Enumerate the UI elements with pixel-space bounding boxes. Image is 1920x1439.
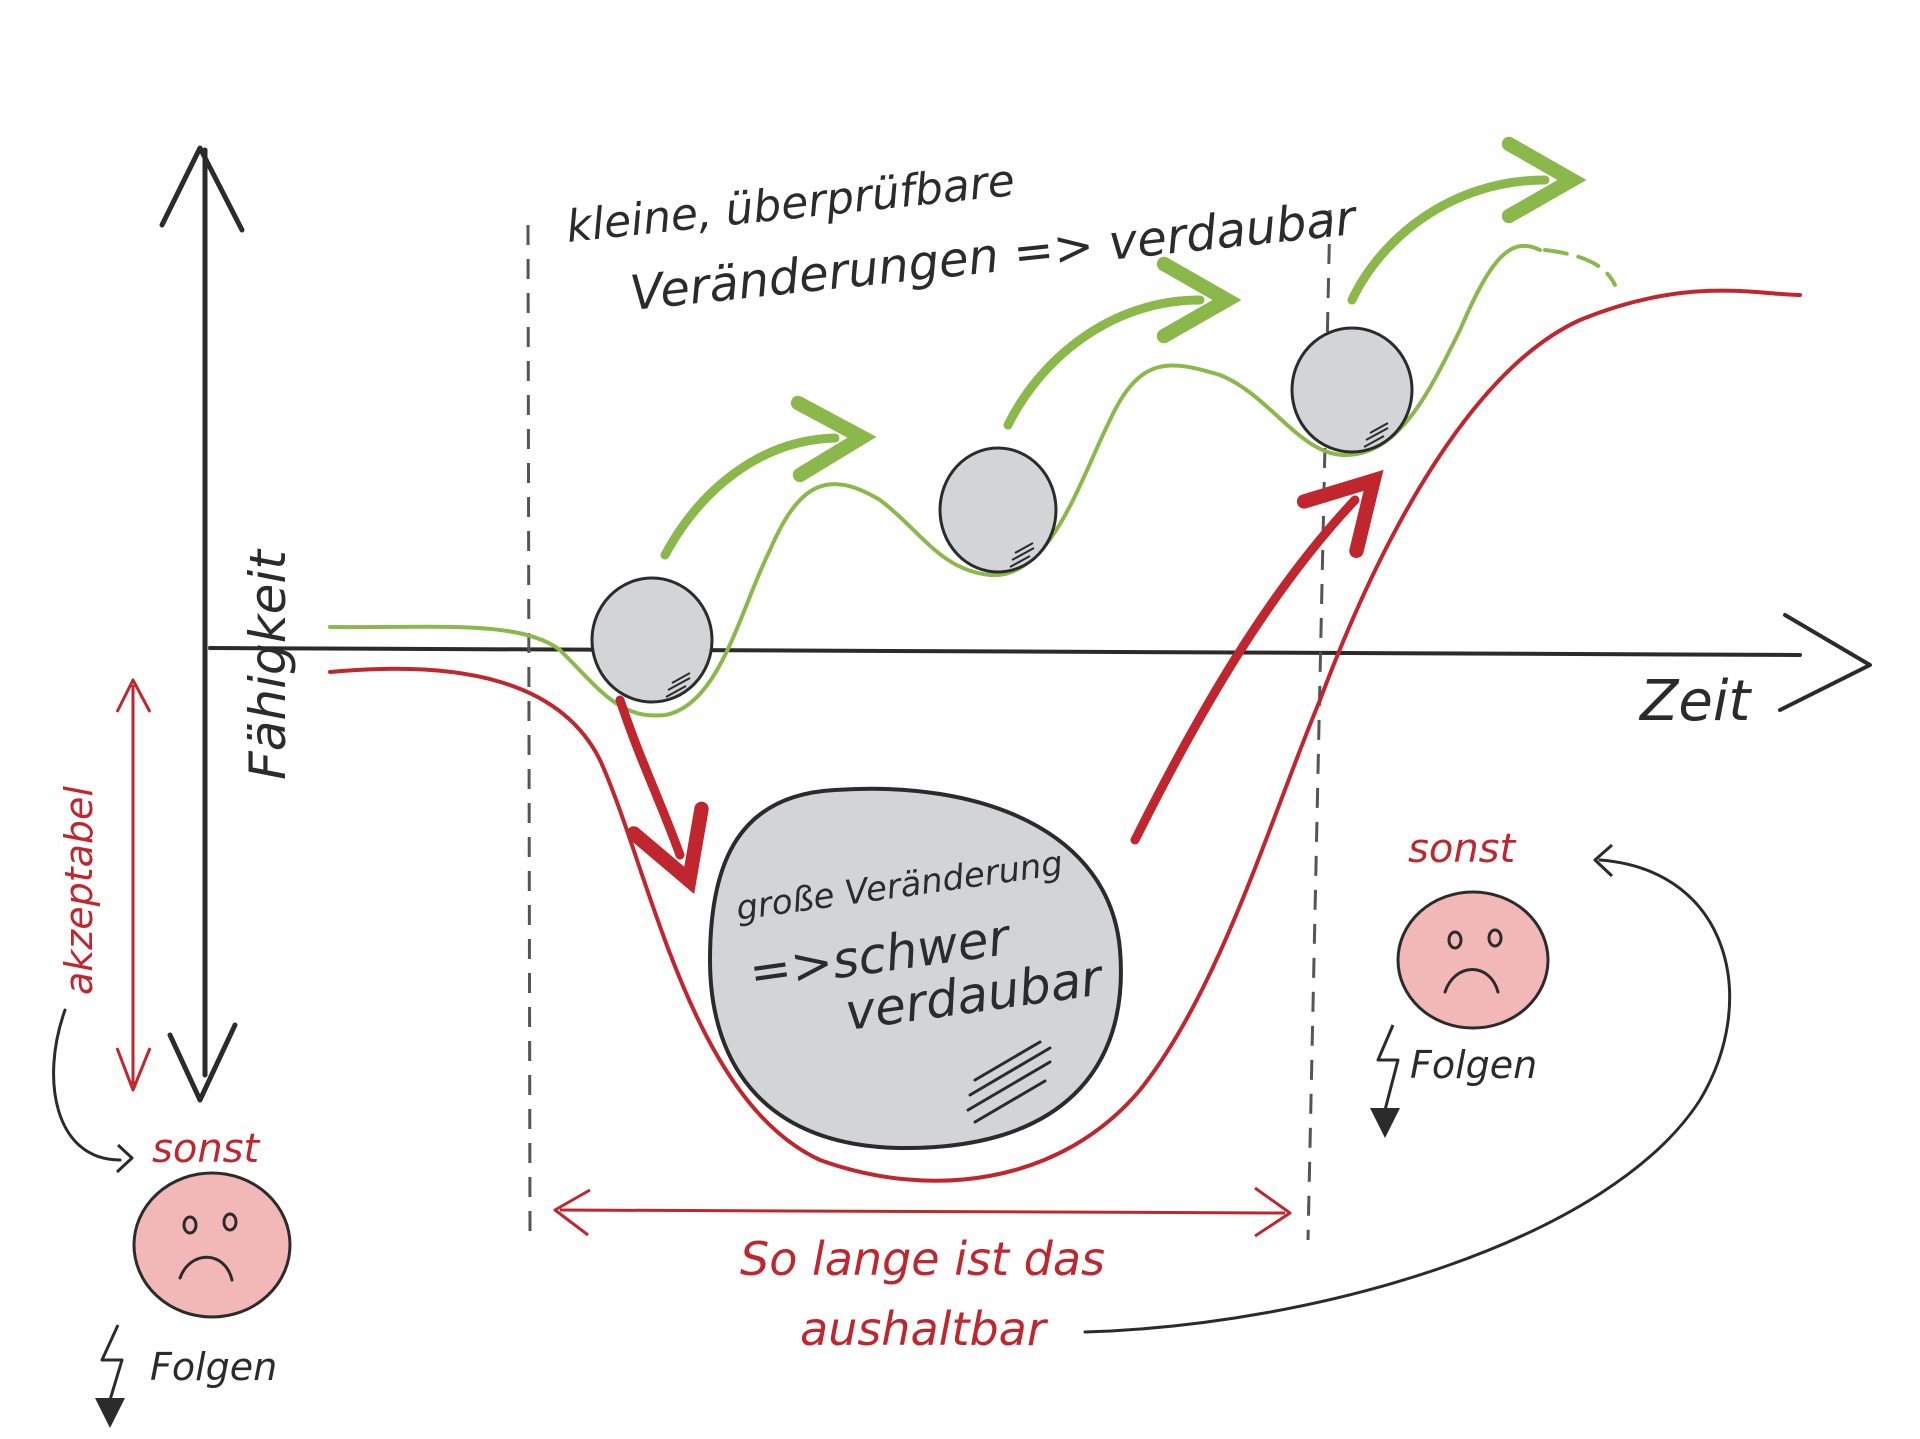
green-curve-dashed-tail: [1543, 248, 1617, 287]
left-connector: [52, 1008, 122, 1162]
right-connector-head: [1593, 843, 1614, 878]
green-arrows: [660, 136, 1587, 560]
acceptable-label: akzeptabel: [57, 786, 101, 995]
red-curve: [328, 288, 1802, 1183]
red-arrow-up: [1130, 469, 1384, 845]
x-axis-label: Zeit: [1638, 669, 1752, 734]
acceptable-range-arrow: [115, 678, 152, 1092]
dashed-guide-left: [526, 224, 532, 1236]
small-ball-1: [590, 576, 714, 704]
y-axis-label: Fähigkeit: [239, 548, 297, 780]
sad-face-left-icon: [132, 1171, 292, 1319]
big-ball: [707, 786, 1123, 1151]
green-arrow-3: [1347, 136, 1587, 305]
red-arrows: [615, 469, 1384, 895]
lightning-right-icon: [1370, 1024, 1400, 1138]
green-arrow-2: [1003, 256, 1242, 430]
right-consequences-label: Folgen: [1410, 1043, 1537, 1087]
left-consequences-label: Folgen: [150, 1345, 277, 1389]
sad-face-right-icon: [1396, 890, 1550, 1030]
x-axis: [208, 613, 1872, 712]
green-arrow-1: [660, 395, 877, 560]
left-connector-head: [115, 1143, 134, 1174]
small-ball-2: [938, 446, 1058, 574]
right-otherwise-label: sonst: [1408, 826, 1517, 872]
left-otherwise-label: sonst: [152, 1126, 261, 1172]
right-connector: [1083, 858, 1731, 1334]
small-ball-3: [1290, 326, 1414, 454]
duration-range-arrow: [553, 1186, 1292, 1238]
y-axis: [159, 145, 245, 1103]
green-curve: [328, 243, 1542, 718]
lightning-left-icon: [95, 1324, 125, 1428]
red-arrow-down: [615, 695, 709, 895]
duration-line2: aushaltbar: [800, 1302, 1049, 1356]
duration-line1: So lange ist das: [740, 1232, 1105, 1286]
